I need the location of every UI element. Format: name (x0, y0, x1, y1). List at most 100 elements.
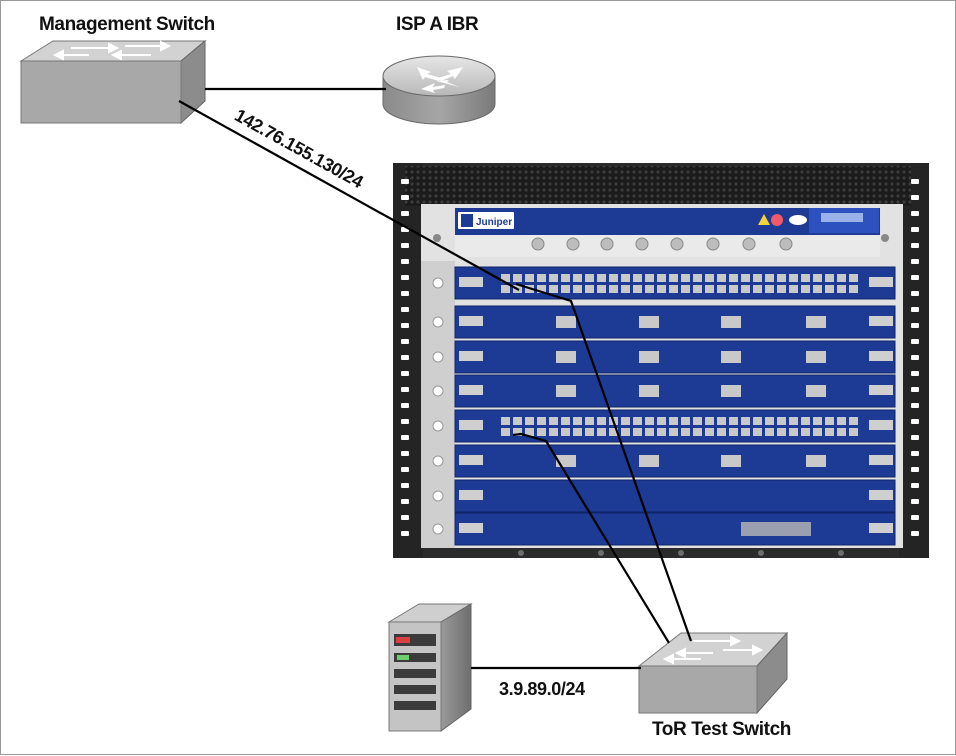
port (789, 274, 798, 282)
port (741, 428, 750, 436)
card-ejector (432, 523, 444, 535)
rack-hole (911, 179, 919, 184)
port (837, 274, 846, 282)
rack-hole (401, 451, 409, 456)
port (573, 417, 582, 425)
port (721, 385, 741, 397)
rack-hole (911, 483, 919, 488)
card-handle (459, 523, 483, 533)
port (621, 285, 630, 293)
line-card (454, 305, 896, 339)
port (525, 428, 534, 436)
card-handle (459, 385, 483, 395)
rack-hole (911, 435, 919, 440)
line-card (454, 444, 896, 478)
card-handle (869, 351, 893, 361)
port (849, 428, 858, 436)
port (825, 274, 834, 282)
rack-hole (911, 371, 919, 376)
rack-hole (911, 419, 919, 424)
line-card (454, 409, 896, 443)
port (813, 417, 822, 425)
port (501, 274, 510, 282)
port (501, 285, 510, 293)
card-handle (869, 455, 893, 465)
rack-hole (401, 195, 409, 200)
line-card (454, 512, 896, 546)
port (537, 285, 546, 293)
port (513, 428, 522, 436)
port (639, 385, 659, 397)
rack-hole (401, 323, 409, 328)
card-ejector (432, 351, 444, 363)
rack-hole (401, 243, 409, 248)
port (633, 417, 642, 425)
port (561, 428, 570, 436)
port (753, 417, 762, 425)
port (717, 428, 726, 436)
card-handle (869, 490, 893, 500)
port (537, 417, 546, 425)
port (801, 417, 810, 425)
port (777, 285, 786, 293)
rack-hole (401, 291, 409, 296)
port (717, 417, 726, 425)
port (837, 417, 846, 425)
port (525, 417, 534, 425)
rack-hole (401, 483, 409, 488)
rack-hole (911, 323, 919, 328)
card-handle (869, 316, 893, 326)
port (801, 285, 810, 293)
port (681, 285, 690, 293)
port (573, 274, 582, 282)
isp-router-label: ISP A IBR (396, 14, 479, 35)
fan-indicator (706, 237, 720, 251)
port (639, 351, 659, 363)
port (741, 274, 750, 282)
card-handle (459, 351, 483, 361)
port (801, 274, 810, 282)
rack-hole (911, 243, 919, 248)
juniper-chassis: Juniper (393, 163, 929, 558)
port (639, 316, 659, 328)
rack-hole (911, 499, 919, 504)
card-handle (869, 420, 893, 430)
port (729, 417, 738, 425)
card-handle (459, 455, 483, 465)
port (639, 455, 659, 467)
port (765, 417, 774, 425)
port (693, 274, 702, 282)
card-ejector (432, 385, 444, 397)
port (501, 428, 510, 436)
port (721, 455, 741, 467)
port (765, 285, 774, 293)
port (806, 385, 826, 397)
port (597, 417, 606, 425)
port (837, 285, 846, 293)
port (645, 428, 654, 436)
port (669, 285, 678, 293)
port (721, 316, 741, 328)
rack-hole (911, 259, 919, 264)
port (721, 351, 741, 363)
rack-hole (401, 339, 409, 344)
port (513, 274, 522, 282)
fan-indicator (742, 237, 756, 251)
port (657, 428, 666, 436)
card-ejector (432, 316, 444, 328)
port (741, 285, 750, 293)
port (693, 428, 702, 436)
rack-hole (401, 307, 409, 312)
port (693, 417, 702, 425)
fan-indicator (670, 237, 684, 251)
port (849, 274, 858, 282)
port (549, 417, 558, 425)
port (585, 417, 594, 425)
isp-router-icon (382, 55, 496, 125)
port (669, 417, 678, 425)
port (657, 274, 666, 282)
tor-switch-label: ToR Test Switch (652, 719, 791, 740)
rack-hole (911, 195, 919, 200)
server-icon (387, 603, 473, 732)
port (573, 285, 582, 293)
